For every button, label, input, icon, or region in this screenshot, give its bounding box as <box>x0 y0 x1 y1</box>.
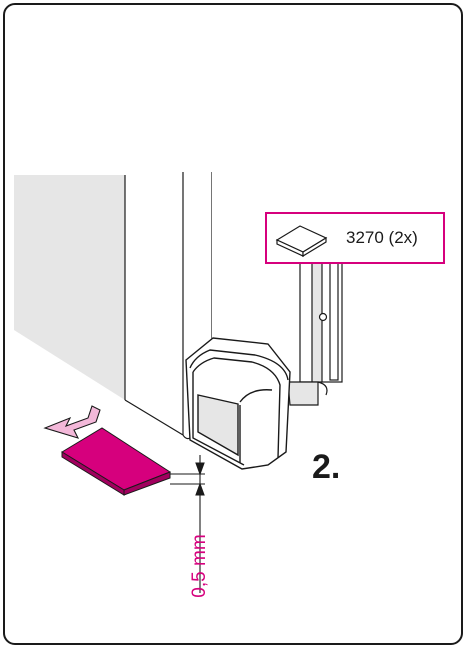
diagram-frame <box>3 3 463 645</box>
wall-panel <box>14 175 125 400</box>
hinge-profile <box>287 261 343 406</box>
shim-plate <box>61 427 172 496</box>
dimension-label: 0,5 mm <box>189 534 210 598</box>
part-number-label: 3270 (2x) <box>346 228 418 247</box>
part-callout: 3270 (2x) <box>265 212 445 264</box>
step-number: 2. <box>312 448 341 486</box>
dimension-markers <box>170 455 205 593</box>
push-arrow <box>43 405 101 439</box>
door-stop-block <box>185 337 291 470</box>
